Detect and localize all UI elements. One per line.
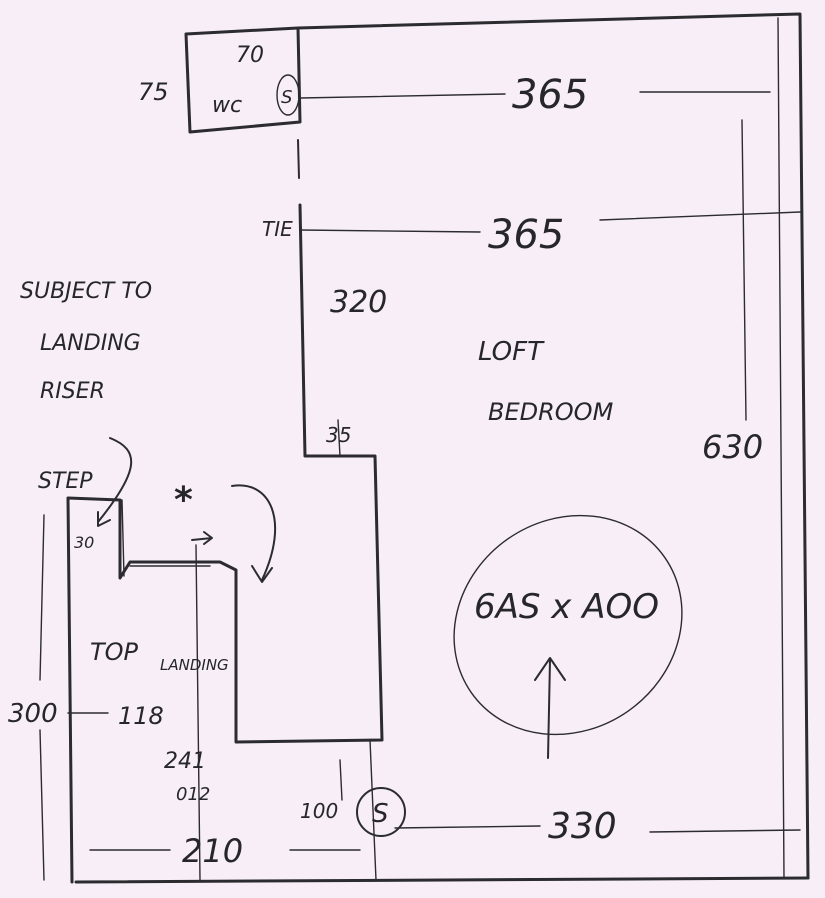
dim-line-tie xyxy=(299,211,801,233)
dim-line-630 xyxy=(741,119,747,421)
label-dim-30: 30 xyxy=(74,533,94,552)
label-socket-top: S xyxy=(281,87,292,108)
label-top-landing-2: LANDING xyxy=(160,656,229,674)
label-tie: TIE xyxy=(262,217,293,241)
label-star: * xyxy=(174,480,193,521)
label-note-line2: LANDING xyxy=(40,331,141,356)
dim-line-35 xyxy=(337,419,341,457)
label-wc-name: wc xyxy=(212,93,242,118)
outer-wall-right xyxy=(296,12,810,880)
dim-line-top xyxy=(299,91,771,99)
dim-line-100 xyxy=(339,739,377,881)
stair-wall xyxy=(66,203,384,884)
label-note-line1: SUBJECT TO xyxy=(20,279,152,304)
curved-arrow-step xyxy=(97,437,133,523)
label-wc-depth: 75 xyxy=(138,78,169,106)
bed-ellipse xyxy=(453,514,683,736)
label-dim-320: 320 xyxy=(330,285,387,320)
dim-line-300-left xyxy=(39,514,45,881)
outer-wall-bottom xyxy=(74,876,810,884)
inner-wall-right xyxy=(777,17,785,879)
label-step: STEP xyxy=(38,469,93,494)
label-socket-bottom: S xyxy=(372,799,389,829)
label-bed: 6AS x AOO xyxy=(474,587,659,627)
label-dim-241: 241 xyxy=(164,749,206,774)
label-note-line3: RISER xyxy=(40,379,105,404)
label-wc-width: 70 xyxy=(236,43,264,68)
arrow-right-small xyxy=(191,531,213,545)
label-dim-tie: 365 xyxy=(488,212,564,258)
label-room-name-1: LOFT xyxy=(478,337,545,367)
bed-arrow xyxy=(534,657,566,759)
dim-line-bottom-right xyxy=(394,825,801,833)
dim-line-241 xyxy=(195,544,201,881)
label-dim-35: 35 xyxy=(326,423,351,447)
label-dim-012: 012 xyxy=(176,784,210,805)
label-dim-210: 210 xyxy=(182,832,243,870)
curved-arrow-turn xyxy=(231,484,277,581)
wc-wall-extension xyxy=(297,139,300,179)
label-dim-100: 100 xyxy=(300,799,338,823)
label-dim-330: 330 xyxy=(548,806,617,847)
curved-arrow-turn-head xyxy=(251,565,273,583)
wc-box xyxy=(184,26,302,134)
landing-inner-line-2 xyxy=(121,499,125,577)
label-room-name-2: BEDROOM xyxy=(488,398,614,426)
label-dim-top: 365 xyxy=(512,72,588,118)
socket-bottom-circle xyxy=(356,787,406,837)
curved-arrow-step-head xyxy=(97,511,111,527)
label-dim-300: 300 xyxy=(8,699,58,729)
socket-top-circle xyxy=(276,74,300,116)
label-top-landing-1: TOP xyxy=(90,638,139,666)
label-dim-118: 118 xyxy=(118,702,164,730)
label-dim-630: 630 xyxy=(702,428,763,466)
